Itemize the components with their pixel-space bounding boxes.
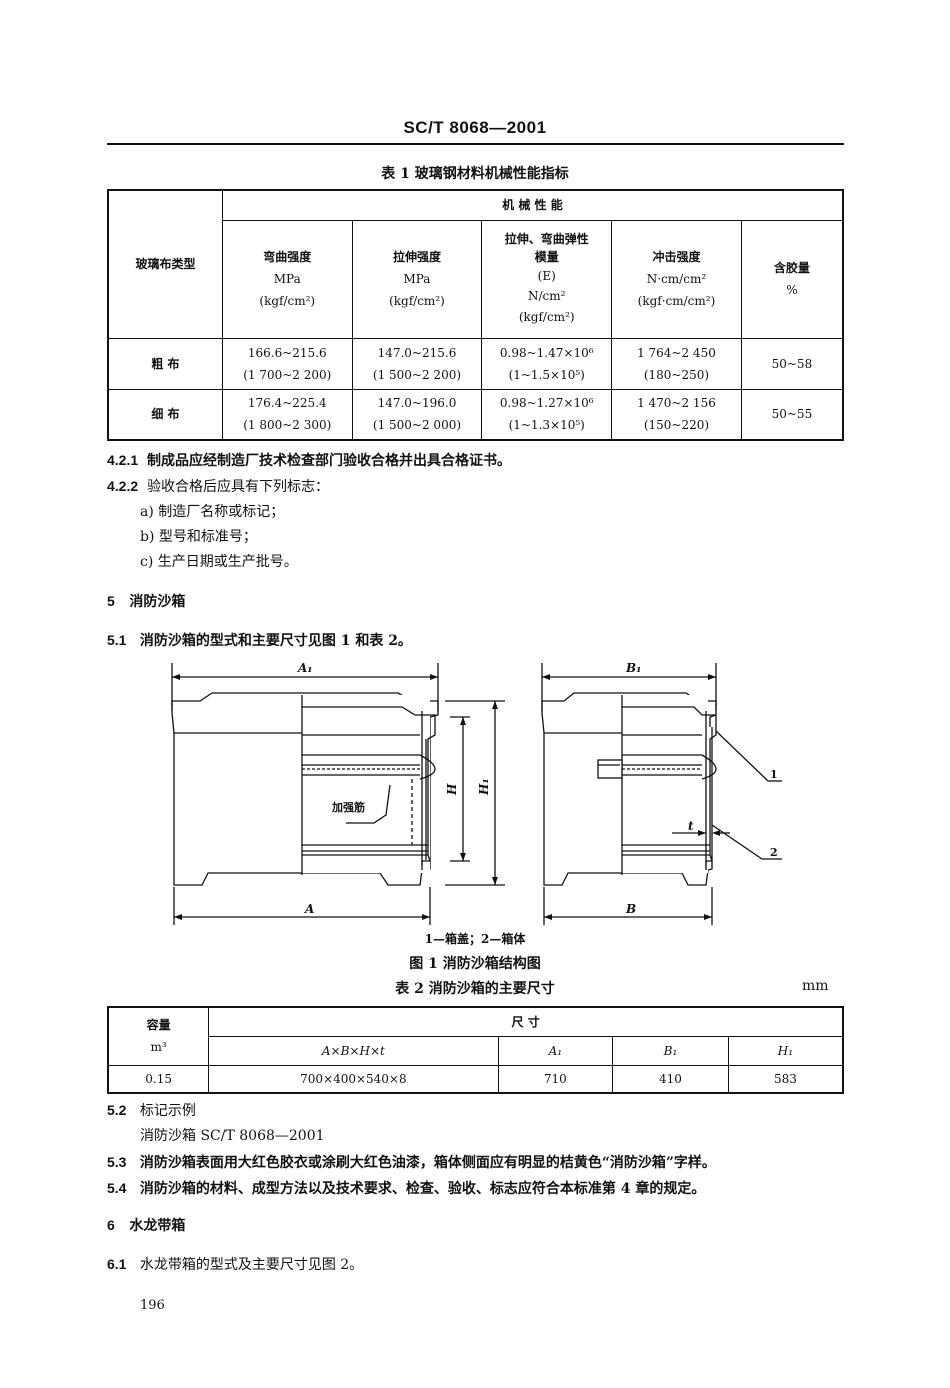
- para-5-2: 5.2 标记示例: [107, 1102, 196, 1119]
- label-b: B: [625, 902, 636, 916]
- col-elastic-modulus: 拉伸、弯曲弹性模量(E)N/cm²(kgf/cm²): [481, 219, 613, 339]
- col-axbxhxt: A×B×H×t: [208, 1035, 499, 1066]
- label-h1: H₁: [477, 778, 491, 796]
- table-row: 细 布 176.4~225.4(1 800~2 300) 147.0~196.0…: [107, 388, 844, 441]
- para-4-2-1: 4.2.1 制成品应经制造厂技术检查部门验收合格并出具合格证书。: [107, 452, 512, 469]
- figure1-sand-box-drawing: A₁ A H H₁ B₁ B t 加强筋 1 2: [171, 661, 782, 925]
- label-b1: B₁: [625, 661, 641, 675]
- label-a1: A₁: [297, 661, 313, 675]
- col-resin-content: 含胶量%: [740, 219, 844, 339]
- table2-caption: 表 2 消防沙箱的主要尺寸: [395, 981, 555, 997]
- para-5-2-example: 消防沙箱 SC/T 8068—2001: [140, 1128, 325, 1144]
- para-4-2-2: 4.2.2 验收合格后应具有下列标志：: [107, 478, 330, 495]
- table-row: 0.15 700×400×540×8 710 410 583: [107, 1064, 844, 1094]
- list-item-a: a) 制造厂名称或标记；: [140, 504, 285, 520]
- para-5-4: 5.4 消防沙箱的材料、成型方法以及技术要求、检查、验收、标志应符合本标准第 4…: [107, 1180, 706, 1197]
- leader-1: [715, 730, 769, 782]
- leader-2: [711, 824, 763, 860]
- para-5-3: 5.3 消防沙箱表面用大红色胶衣或涂刷大红色油漆，箱体侧面应有明显的桔黄色“消防…: [107, 1154, 716, 1171]
- side-body-outline: [543, 727, 713, 886]
- list-item-c: c) 生产日期或生产批号。: [140, 554, 298, 570]
- label-rib: 加强筋: [331, 800, 365, 814]
- table1-caption: 表 1 玻璃钢材料机械性能指标: [381, 166, 569, 182]
- section-5-heading: 5 消防沙箱: [107, 593, 186, 610]
- col-b1: B₁: [612, 1035, 729, 1066]
- figure1-legend: 1—箱盖；2—箱体: [424, 932, 526, 946]
- label-item-1: 1: [770, 768, 778, 781]
- group-dimensions-header: 尺 寸: [208, 1006, 844, 1037]
- col-a1: A₁: [497, 1035, 614, 1066]
- list-item-b: b) 型号和标准号；: [140, 529, 257, 545]
- figure1-caption: 图 1 消防沙箱结构图: [409, 956, 541, 972]
- table2-unit: mm: [802, 978, 829, 994]
- label-h: H: [445, 783, 459, 796]
- section-6-heading: 6 水龙带箱: [107, 1217, 186, 1234]
- para-5-1: 5.1 消防沙箱的型式和主要尺寸见图 1 和表 2。: [107, 632, 412, 649]
- leader-rib: [346, 784, 391, 824]
- standard-header-title: SC/T 8068—2001: [403, 118, 547, 137]
- col-h1: H₁: [727, 1035, 844, 1066]
- group-mechanical-header: 机 械 性 能: [221, 189, 844, 221]
- header-rule: [107, 143, 844, 145]
- table-row: 粗 布 166.6~215.6(1 700~2 200) 147.0~215.6…: [107, 337, 844, 390]
- label-t: t: [688, 819, 694, 833]
- label-a: A: [304, 902, 314, 916]
- para-6-1: 6.1 水龙带箱的型式及主要尺寸见图 2。: [107, 1256, 364, 1273]
- label-item-2: 2: [770, 846, 778, 859]
- page-number: 196: [140, 1298, 165, 1313]
- col-glass-type: 玻璃布类型: [107, 189, 223, 339]
